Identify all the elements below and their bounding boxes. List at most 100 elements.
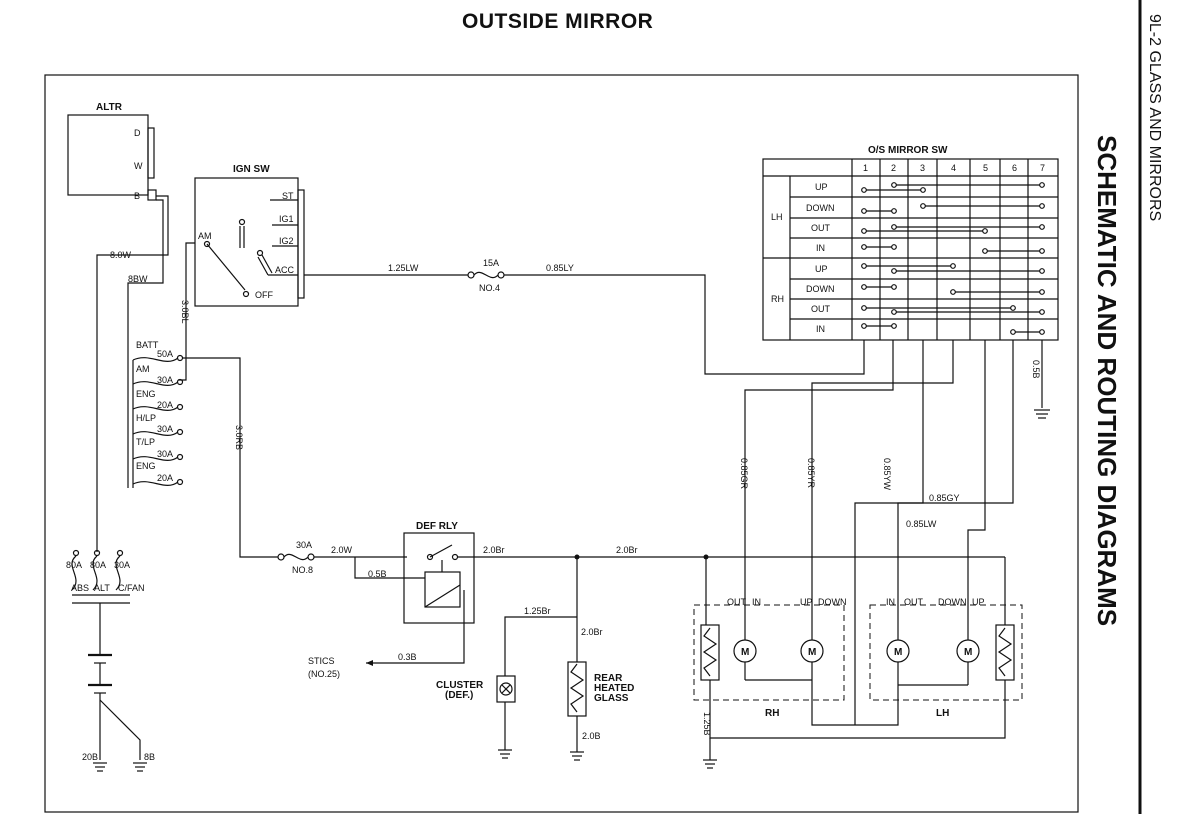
- wire-1-25b: 1.25B: [702, 712, 712, 736]
- sw-rh-down: DOWN: [806, 284, 835, 294]
- sw-rh-out: OUT: [811, 304, 831, 314]
- page-title: OUTSIDE MIRROR: [462, 10, 654, 33]
- sw-lh-up: UP: [815, 182, 828, 192]
- sw-group-lh: LH: [771, 212, 783, 222]
- mirror-rh: OUT IN UP DOWN RH M M: [693, 597, 847, 719]
- def-rly-label: DEF RLY: [416, 521, 458, 532]
- fuse-15a-number: NO.4: [479, 283, 500, 293]
- wire-8-0w: 8.0W: [110, 250, 132, 260]
- wire-0-3b: 0.3B: [398, 652, 417, 662]
- sw-pin-4: 4: [951, 163, 956, 173]
- altr-label: ALTR: [96, 102, 123, 113]
- wire-2-0br-a: 2.0Br: [483, 545, 505, 555]
- fl-am: AM: [136, 364, 150, 374]
- fl-tlp-rating: 30A: [157, 449, 173, 459]
- mf-abs: ABS: [71, 583, 89, 593]
- fl-hlp-rating: 30A: [157, 424, 173, 434]
- ignition-switch: IGN SW ST IG1 IG2 ACC AM OFF: [194, 164, 305, 307]
- fl-eng: ENG: [136, 389, 156, 399]
- defogger-relay: DEF RLY: [403, 521, 475, 624]
- ign-pos-off: OFF: [255, 290, 273, 300]
- ground-20b: 20B: [82, 752, 98, 762]
- fusible-link-block: BATT 50A AM 30A ENG 20A H/LP 30A T/LP 30…: [127, 340, 184, 488]
- cluster-sub: (DEF.): [445, 690, 473, 701]
- rear-heated-glass: REAR HEATED GLASS: [567, 661, 634, 717]
- fuse-15a: 15A NO.4: [467, 258, 505, 293]
- altr-terminal-w: W: [134, 161, 143, 171]
- wire-3-0rb: 3.0RB: [234, 425, 244, 450]
- os-mirror-switch: O/S MIRROR SW 1 2 3 4 5 6 7 LH RH UP DOW…: [762, 145, 1059, 341]
- wire-2-0br-c: 2.0Br: [581, 627, 603, 637]
- sw-pin-7: 7: [1040, 163, 1045, 173]
- wire-0-85lw: 0.85LW: [906, 519, 937, 529]
- altr-terminal-d: D: [134, 128, 141, 138]
- sw-lh-down: DOWN: [806, 203, 835, 213]
- sw-pin-2: 2: [891, 163, 896, 173]
- stics-label: STICS: [308, 656, 335, 666]
- fl-hlp: H/LP: [136, 413, 156, 423]
- fl-am-rating: 30A: [157, 375, 173, 385]
- wire-0-85ly: 0.85LY: [546, 263, 574, 273]
- rear-glass-line1: REAR: [594, 673, 623, 684]
- ground-8b: 8B: [144, 752, 155, 762]
- rear-glass-line2: HEATED: [594, 683, 634, 694]
- ign-pos-ig1: IG1: [279, 214, 294, 224]
- lh-up: UP: [972, 597, 985, 607]
- fuse-30a: 30A NO.8: [277, 540, 315, 575]
- fuse-30a-rating: 30A: [296, 540, 312, 550]
- mf-abs-rating: 80A: [66, 560, 82, 570]
- sw-group-rh: RH: [771, 294, 784, 304]
- sw-lh-in: IN: [816, 243, 825, 253]
- side-title: SCHEMATIC AND ROUTING DIAGRAMS: [1092, 135, 1122, 626]
- fl-eng2-rating: 20A: [157, 473, 173, 483]
- lh-label: LH: [936, 708, 949, 719]
- fl-batt-rating: 50A: [157, 349, 173, 359]
- sw-rh-up: UP: [815, 264, 828, 274]
- wire-0-5b-relay: 0.5B: [368, 569, 387, 579]
- alternator: ALTR D W B: [67, 102, 157, 201]
- fl-eng2: ENG: [136, 461, 156, 471]
- wire-8bw: 8BW: [128, 274, 148, 284]
- cluster-label: CLUSTER: [436, 680, 484, 691]
- wire-0-85gy: 0.85GY: [929, 493, 960, 503]
- sw-pin-5: 5: [983, 163, 988, 173]
- wire-0-85yw: 0.85YW: [882, 458, 892, 491]
- lh-motor-1: M: [894, 647, 902, 658]
- ign-pos-ig2: IG2: [279, 236, 294, 246]
- fl-tlp: T/LP: [136, 437, 155, 447]
- rh-up: UP: [800, 597, 813, 607]
- wire-0-5b-sw: 0.5B: [1031, 360, 1041, 379]
- altr-terminal-b: B: [134, 191, 140, 201]
- mf-cfan-rating: 30A: [114, 560, 130, 570]
- sw-title: O/S MIRROR SW: [868, 145, 948, 156]
- fl-eng-rating: 20A: [157, 400, 173, 410]
- stics-number: (NO.25): [308, 669, 340, 679]
- cluster-indicator: CLUSTER (DEF.): [436, 675, 516, 703]
- side-header: 9L-2 GLASS AND MIRRORS: [1146, 14, 1163, 221]
- ign-sw-label: IGN SW: [233, 164, 270, 175]
- wire-0-85yr: 0.85YR: [806, 458, 816, 489]
- wire-0-85gr: 0.85GR: [739, 458, 749, 490]
- mf-cfan: C/FAN: [118, 583, 145, 593]
- wire-2-0w: 2.0W: [331, 545, 353, 555]
- lh-in: IN: [886, 597, 895, 607]
- main-fuse-block: 80A 80A 30A ABS ALT C/FAN: [66, 549, 145, 604]
- rh-label: RH: [765, 708, 779, 719]
- wire-2-0br-b: 2.0Br: [616, 545, 638, 555]
- fuse-15a-rating: 15A: [483, 258, 499, 268]
- rear-glass-line3: GLASS: [594, 693, 629, 704]
- wire-2-0b: 2.0B: [582, 731, 601, 741]
- lh-motor-2: M: [964, 647, 972, 658]
- lh-out: OUT: [904, 597, 924, 607]
- ign-pos-acc: ACC: [275, 265, 295, 275]
- rh-motor-2: M: [808, 647, 816, 658]
- ign-pos-am: AM: [198, 231, 212, 241]
- sw-pin-6: 6: [1012, 163, 1017, 173]
- rh-out: OUT: [727, 597, 747, 607]
- sw-pin-3: 3: [920, 163, 925, 173]
- rh-motor-1: M: [741, 647, 749, 658]
- mf-alt-rating: 80A: [90, 560, 106, 570]
- sw-rh-in: IN: [816, 324, 825, 334]
- rh-down: DOWN: [818, 597, 847, 607]
